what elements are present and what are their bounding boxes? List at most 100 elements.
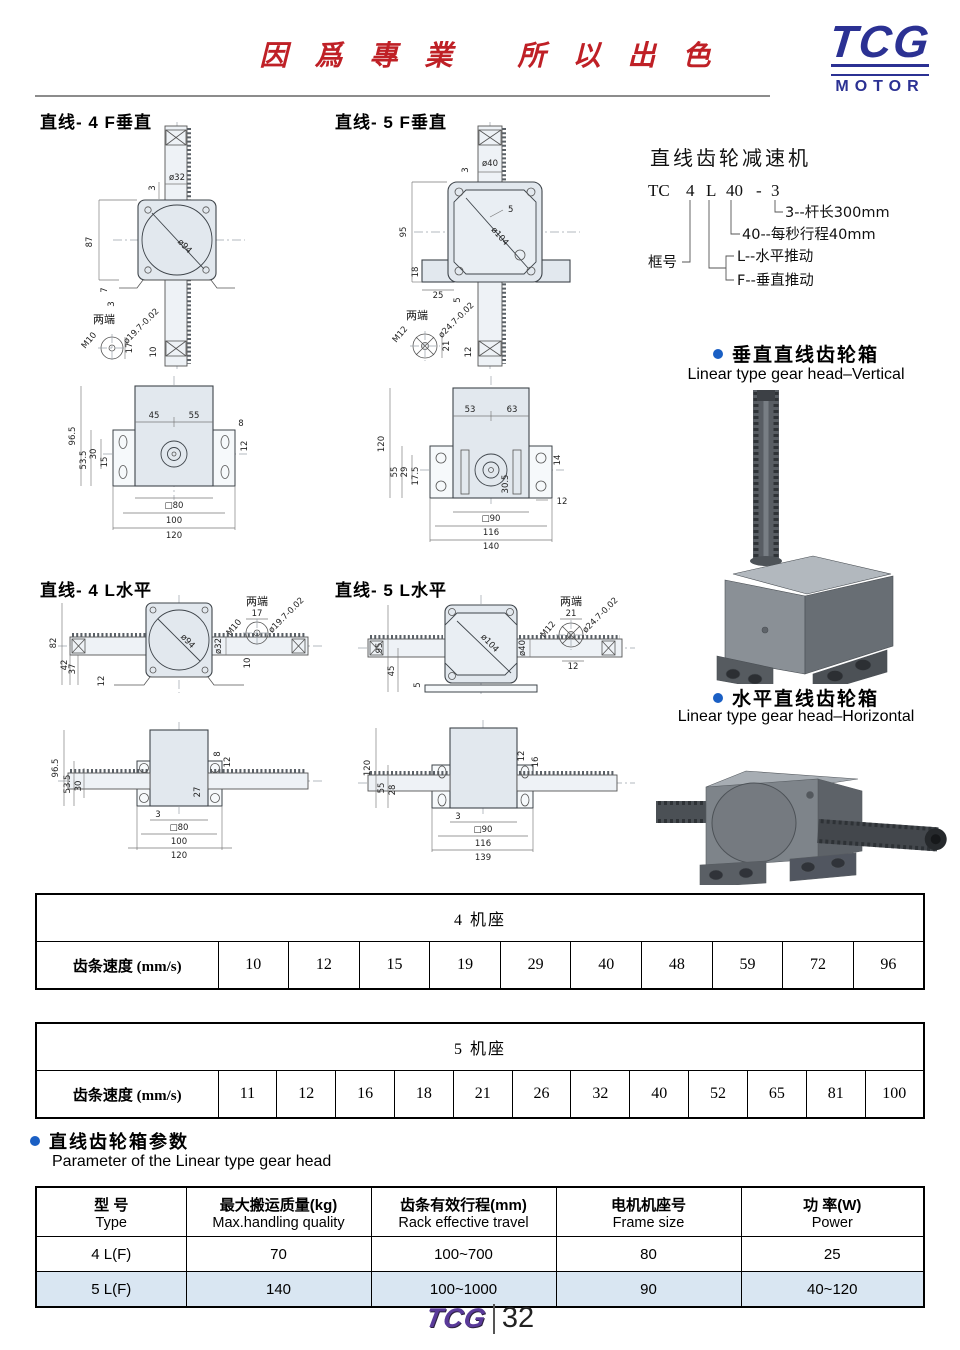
speed-table-frame4: 4 机座 齿条速度 (mm/s) 10 12 15 19 29 40 48 59… bbox=[35, 893, 925, 990]
param-section-title: 直线齿轮箱参数 bbox=[30, 1128, 189, 1154]
header-cn: 功 率(W) bbox=[803, 1196, 862, 1214]
both-ends-label: 两端 bbox=[93, 313, 115, 326]
table-cell: 26 bbox=[511, 1070, 572, 1119]
dim-label: 21 bbox=[442, 341, 452, 352]
mount-flange bbox=[367, 727, 618, 809]
dimension-lines bbox=[389, 388, 553, 542]
table-cell: 12 bbox=[288, 941, 360, 990]
row-label: 齿条速度 (mm/s) bbox=[35, 941, 219, 990]
model-callout-horizontal: L--水平推动 bbox=[737, 248, 813, 265]
dim-label: 100 bbox=[166, 516, 182, 526]
dim-label: 53.5 bbox=[79, 451, 89, 470]
dim-label: 5 bbox=[508, 205, 513, 215]
rod-end-detail bbox=[410, 331, 440, 361]
dim-label: 139 bbox=[475, 853, 491, 863]
dim-label: M10 bbox=[80, 331, 99, 351]
rack-rod-photo bbox=[750, 390, 782, 566]
rod-end-detail bbox=[556, 620, 586, 650]
dim-label: 29 bbox=[400, 467, 410, 478]
dim-label: 55 bbox=[390, 467, 400, 478]
header-en: Frame size bbox=[612, 1214, 685, 1231]
dim-label: 116 bbox=[475, 839, 491, 849]
dim-label: 3 bbox=[107, 301, 117, 306]
dimension-lines bbox=[387, 605, 584, 692]
model-code-prefix: TC bbox=[648, 181, 670, 200]
gear-body bbox=[119, 199, 235, 289]
dim-label: 55 bbox=[189, 411, 200, 421]
dim-label: 87 bbox=[85, 237, 95, 248]
table-cell: 40~120 bbox=[740, 1271, 925, 1308]
caption-vertical: 垂直直线齿轮箱 bbox=[640, 340, 952, 367]
dim-label: 25 bbox=[433, 291, 444, 301]
dim-label: ø19.7-0.02 bbox=[267, 596, 307, 636]
dim-label: 27 bbox=[193, 787, 203, 798]
header-en: Type bbox=[95, 1214, 127, 1231]
dim-label: 18 bbox=[411, 267, 421, 278]
gear-body bbox=[114, 602, 244, 686]
dim-label: 55 bbox=[377, 783, 387, 794]
dim-label: □80 bbox=[165, 501, 184, 511]
table-cell: 80 bbox=[555, 1236, 742, 1272]
drawing-4l-foot: 96.5 53.5 30 8 12 27 3 □80 100 120 bbox=[51, 722, 325, 861]
bullet-icon bbox=[712, 693, 723, 703]
table-cell: 32 bbox=[570, 1070, 631, 1119]
dimension-lines bbox=[80, 386, 236, 530]
dim-label: 63 bbox=[507, 405, 518, 415]
dim-label: 14 bbox=[553, 455, 563, 466]
table-cell: 40 bbox=[570, 941, 643, 990]
model-code-rodlen: 3 bbox=[771, 181, 780, 200]
dim-label: 17.5 bbox=[411, 467, 421, 486]
both-ends-label: 两端 bbox=[406, 309, 428, 322]
header-en: Rack effective travel bbox=[398, 1214, 529, 1231]
bullet-icon bbox=[712, 349, 723, 359]
drawing-4f-foot: 96.5 53.5 30 15 45 55 8 12 □80 100 120 bbox=[68, 376, 250, 541]
model-code-speed: 40 bbox=[726, 181, 743, 200]
dim-label: 12 bbox=[97, 676, 107, 687]
table-cell: 96 bbox=[852, 941, 925, 990]
rod-end-detail bbox=[243, 619, 271, 647]
model-series-title: 直线齿轮减速机 bbox=[650, 148, 811, 170]
dim-label: 42 bbox=[60, 660, 70, 671]
header-slogan: 因 爲 專 業 所 以 出 色 bbox=[259, 41, 721, 72]
dim-label: 17 bbox=[125, 343, 135, 354]
brand-logo: TCG MOTOR bbox=[810, 16, 950, 96]
model-code-dash: - bbox=[756, 181, 762, 200]
header-en: Power bbox=[811, 1214, 853, 1231]
row-label: 齿条速度 (mm/s) bbox=[35, 1070, 219, 1119]
dim-label: 12 bbox=[517, 751, 527, 762]
table-cell: 100 bbox=[864, 1070, 925, 1119]
table-cell: 72 bbox=[782, 941, 854, 990]
gear-body bbox=[424, 604, 538, 693]
model-code-connectors bbox=[682, 200, 783, 281]
table-cell: 16 bbox=[335, 1070, 395, 1119]
caption-horizontal-cn: 水平直线齿轮箱 bbox=[731, 689, 879, 710]
dim-label: M12 bbox=[539, 620, 558, 640]
table-cell: 65 bbox=[746, 1070, 807, 1119]
dim-label: 95 bbox=[375, 643, 385, 654]
table-cell: 10 bbox=[217, 941, 290, 990]
dim-label: □90 bbox=[482, 514, 501, 524]
table-header: 功 率(W)Power bbox=[740, 1186, 925, 1237]
table-cell: 100~1000 bbox=[370, 1271, 557, 1308]
drawing-5f-main: 95 3 ø40 5 ø104 18 25 5 两端 M12 ø24.7-0.0… bbox=[391, 122, 580, 370]
dim-label: 21 bbox=[566, 609, 577, 619]
dim-label: □90 bbox=[474, 825, 493, 835]
gearbox-body-photo bbox=[716, 555, 894, 684]
brand-logo-tcg: TCG bbox=[826, 16, 934, 67]
param-title-en: Parameter of the Linear type gear head bbox=[52, 1153, 332, 1170]
dim-label: 8 bbox=[213, 751, 223, 756]
footer-logo: TCG bbox=[423, 1303, 489, 1333]
header-cn: 齿条有效行程(mm) bbox=[400, 1196, 527, 1214]
table-cell: 19 bbox=[429, 941, 501, 990]
dim-label: 3 bbox=[455, 812, 460, 822]
dim-label: 120 bbox=[363, 760, 373, 776]
table-cell: 29 bbox=[499, 941, 572, 990]
drawing-5f-foot: 120 55 29 17.5 53 63 14 30.5 12 □90 116 … bbox=[377, 376, 567, 552]
model-code-direction: L bbox=[706, 181, 716, 200]
mount-flange bbox=[67, 729, 309, 807]
dim-label: 30 bbox=[74, 781, 84, 792]
param-title-cn: 直线齿轮箱参数 bbox=[49, 1132, 189, 1152]
table-title: 5 机座 bbox=[35, 1022, 925, 1071]
